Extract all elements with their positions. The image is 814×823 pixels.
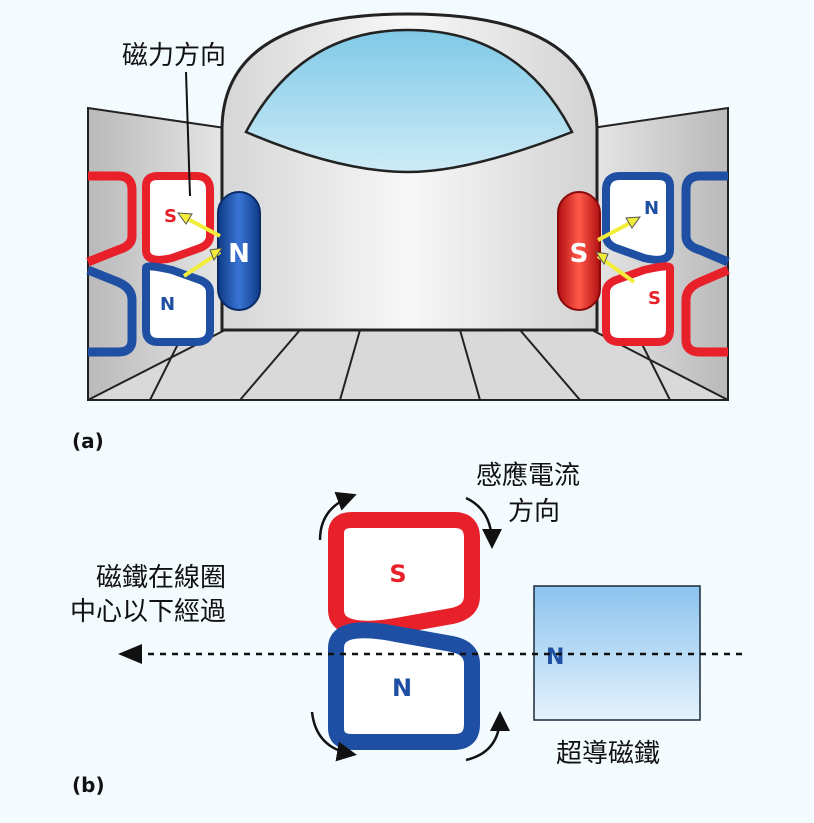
panel-a-label: (a) bbox=[72, 429, 104, 453]
current-arrow-top-right bbox=[465, 496, 502, 549]
induced-current-label-line2: 方向 bbox=[508, 497, 560, 527]
right-coil-top-pole: N bbox=[644, 198, 659, 219]
right-wall-coil-partial-red bbox=[681, 265, 730, 357]
magnet-path-arrowhead bbox=[118, 644, 142, 664]
right-coil-bottom-pole: S bbox=[648, 288, 661, 309]
vehicle-magnet-right-pole: S bbox=[570, 239, 589, 269]
vehicle-magnet-left-pole: N bbox=[228, 239, 250, 269]
coil-bottom-loop bbox=[328, 622, 480, 750]
right-coil-bottom bbox=[602, 262, 674, 346]
panel-b-label: (b) bbox=[72, 773, 105, 797]
current-arrow-bottom-right bbox=[465, 711, 510, 762]
force-arrows-right bbox=[594, 216, 642, 284]
magnet-path-label-line1: 磁鐵在線圈 bbox=[96, 563, 226, 593]
coil-bottom-pole: N bbox=[392, 674, 412, 702]
panel-b: S N N 超導磁鐵 感應電流 方向 磁鐵在線圈 中心以下經過 (b) bbox=[70, 461, 748, 797]
magnet-pole: N bbox=[546, 645, 564, 670]
coil-top-pole: S bbox=[389, 560, 406, 588]
force-arrows-left bbox=[176, 212, 224, 278]
left-wall-coil-partial-red bbox=[86, 171, 137, 267]
force-direction-leader bbox=[185, 71, 191, 197]
left-coil-top bbox=[142, 172, 214, 264]
magnet-label: 超導磁鐵 bbox=[556, 739, 660, 769]
current-arrow-bottom-left bbox=[310, 711, 357, 762]
vehicle-window bbox=[244, 28, 574, 174]
magnet-path-label-line2: 中心以下經過 bbox=[70, 597, 226, 627]
right-wall-coil-partial-blue bbox=[681, 171, 730, 267]
left-coil-top-pole: S bbox=[164, 206, 177, 227]
left-coil-bottom-pole: N bbox=[160, 294, 175, 315]
vehicle-magnet-right bbox=[557, 191, 601, 311]
current-arrow-top-left bbox=[318, 491, 357, 541]
force-direction-label: 磁力方向 bbox=[122, 41, 226, 71]
induced-current-label-line1: 感應電流 bbox=[476, 461, 580, 491]
left-wall-coil-partial-blue bbox=[86, 265, 137, 357]
left-coil-bottom bbox=[142, 262, 214, 346]
panel-a: N S S N N S 磁力方向 (a) bbox=[72, 12, 730, 453]
